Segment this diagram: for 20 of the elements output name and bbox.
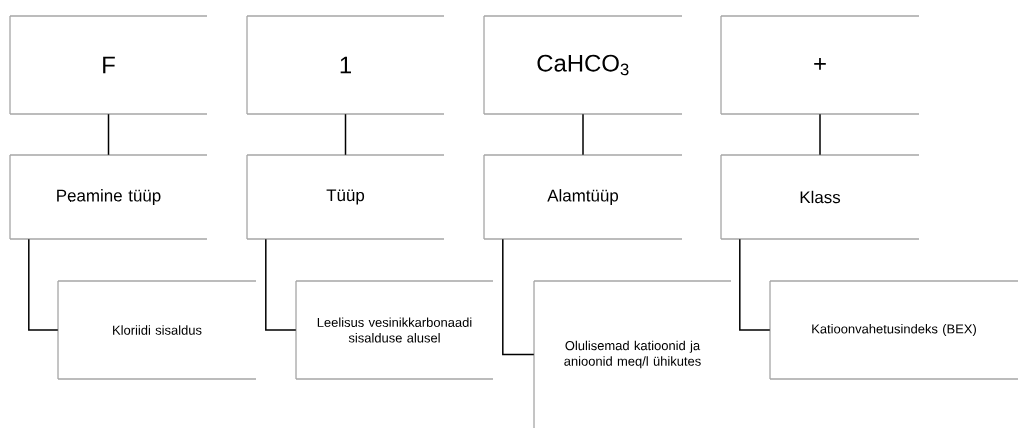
connector-line bbox=[344, 113, 347, 156]
code-box: F bbox=[9, 15, 208, 115]
category-box: Klass bbox=[720, 154, 920, 240]
category-box: Alamtüüp bbox=[483, 154, 683, 240]
description-box: Kloriidi sisaldus bbox=[57, 280, 257, 380]
connector-line bbox=[265, 238, 297, 331]
code-box: + bbox=[720, 15, 920, 115]
description-box: Katioonvahetusindeks (BEX) bbox=[769, 280, 1018, 380]
connector-line bbox=[502, 238, 535, 356]
code-box: 1 bbox=[246, 15, 445, 115]
code-box: CaHCO$_{3}$ bbox=[483, 15, 683, 115]
description-box: Olulisemad katioonid ja anioonid meq/l ühikutes bbox=[533, 280, 732, 428]
category-box: Tüüp bbox=[246, 154, 445, 240]
connector-line bbox=[582, 113, 584, 156]
connector-line bbox=[739, 238, 771, 331]
connector-line bbox=[107, 113, 110, 156]
category-box: Peamine tüüp bbox=[9, 154, 208, 240]
connector-line bbox=[819, 113, 821, 156]
connector-line bbox=[28, 238, 59, 331]
description-box: Leelisus vesinikkarbonaadi sisalduse alusel bbox=[295, 280, 494, 380]
